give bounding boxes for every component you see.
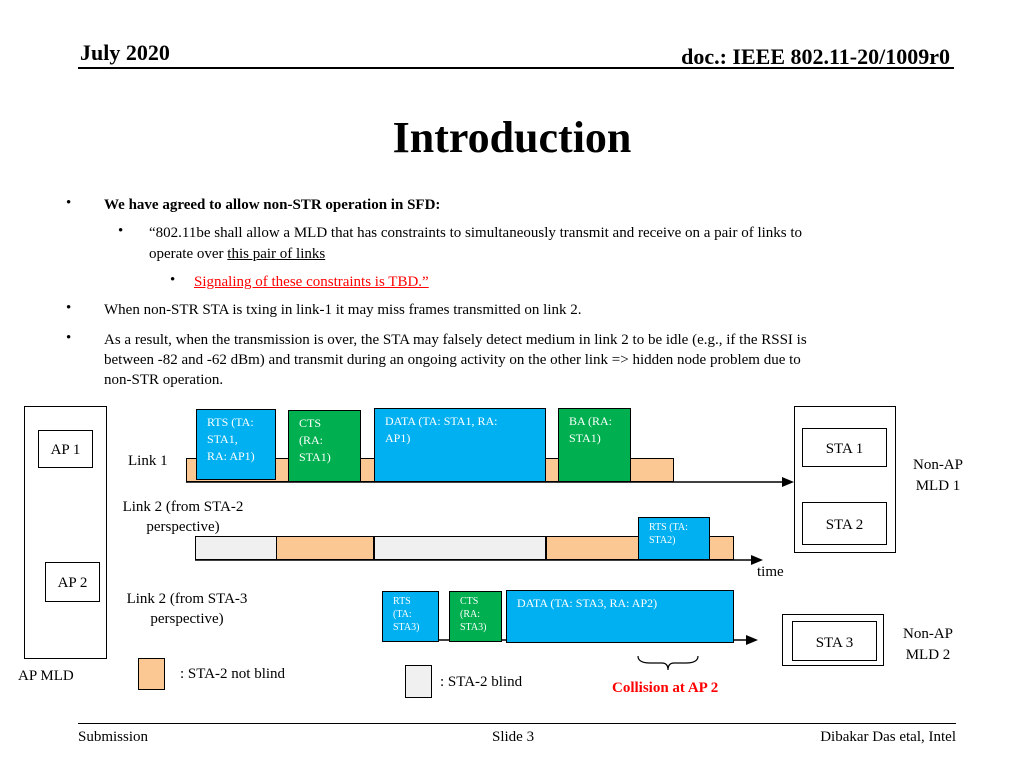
link1-arrow xyxy=(186,477,794,487)
ap2-box: AP 2 xyxy=(45,562,100,602)
ap-mld-label: AP MLD xyxy=(18,668,74,684)
data-sta1-frame: DATA (TA: STA1, RA: AP1) xyxy=(374,408,546,482)
frame-text: STA2) xyxy=(649,535,676,546)
sta1-box: STA 1 xyxy=(802,428,887,467)
cts-sta3-frame: CTS (RA: STA3) xyxy=(449,591,502,642)
frame-text: RTS (TA: xyxy=(207,415,254,429)
cts-sta1-frame: CTS (RA: STA1) xyxy=(288,410,361,482)
header-divider xyxy=(78,67,954,69)
footer-divider xyxy=(78,723,956,724)
frame-text: (RA: xyxy=(460,609,480,620)
link2-sta3-label-line1: Link 2 (from STA-3 xyxy=(126,591,248,607)
non-ap-mld2-label-line1: Non-AP xyxy=(902,626,953,642)
collision-brace xyxy=(637,655,699,671)
bullet-marker: • xyxy=(66,195,72,211)
frame-text: STA3) xyxy=(460,622,487,633)
frame-text: STA1) xyxy=(569,431,601,445)
bullet-marker: • xyxy=(170,272,176,288)
time-axis-label: time xyxy=(757,564,784,580)
frame-text: RTS xyxy=(393,596,411,607)
bullet-2-text: When non-STR STA is txing in link-1 it m… xyxy=(104,302,582,318)
frame-text: BA (RA: xyxy=(569,414,613,428)
bullet-3-text-line2: between -82 and -62 dBm) and transmit du… xyxy=(104,352,801,368)
header-date: July 2020 xyxy=(80,40,170,65)
frame-text: (RA: xyxy=(299,433,323,447)
frame-text: CTS xyxy=(299,416,322,430)
link2-sta2-label-line2: perspective) xyxy=(146,519,220,535)
footer-slide-number: Slide 3 xyxy=(492,729,535,745)
footer-author: Dibakar Das etal, Intel xyxy=(820,729,956,745)
link2-sta3-label-line2: perspective) xyxy=(150,611,224,627)
frame-text: (TA: xyxy=(393,609,412,620)
bullet-marker: • xyxy=(66,330,72,346)
bullet-1a-prefix: operate over xyxy=(149,246,228,262)
slide-title: Introduction xyxy=(392,113,632,162)
frame-text: CTS xyxy=(460,596,479,607)
legend-blind-label: : STA-2 blind xyxy=(440,674,523,690)
frame-text: RA: AP1) xyxy=(207,449,255,463)
frame-text: DATA (TA: STA1, RA: xyxy=(385,414,498,428)
frame-text: RTS (TA: xyxy=(649,522,688,533)
bullet-3-text-line3: non-STR operation. xyxy=(104,372,224,388)
link1-label: Link 1 xyxy=(128,453,168,469)
signaling-tbd-link[interactable]: Signaling of these constraints is TBD.” xyxy=(194,274,429,290)
bullet-3-text-line1: As a result, when the transmission is ov… xyxy=(104,332,807,348)
frame-text: STA1, xyxy=(207,432,238,446)
non-ap-mld2-label-line2: MLD 2 xyxy=(905,647,951,663)
legend-not-blind-swatch xyxy=(138,658,165,690)
collision-label: Collision at AP 2 xyxy=(612,680,719,696)
sta2-box: STA 2 xyxy=(802,502,887,545)
ap1-box: AP 1 xyxy=(38,430,93,468)
frame-text: STA3) xyxy=(393,622,420,633)
bullet-1a-text: “802.11be shall allow a MLD that has con… xyxy=(149,225,803,241)
ba-sta1-frame: BA (RA: STA1) xyxy=(558,408,631,482)
link2-sta2-label-line1: Link 2 (from STA-2 xyxy=(122,499,244,515)
bullet-1-text: We have agreed to allow non-STR operatio… xyxy=(104,197,441,213)
sta2-blind-segment xyxy=(195,536,277,560)
rts-sta1-frame: RTS (TA: STA1, RA: AP1) xyxy=(196,409,276,480)
non-ap-mld1-label-line2: MLD 1 xyxy=(915,478,961,494)
footer-submission: Submission xyxy=(78,729,149,745)
bullet-marker: • xyxy=(66,300,72,316)
frame-text: AP1) xyxy=(385,431,411,445)
legend-blind-swatch xyxy=(405,665,432,698)
frame-text: STA1) xyxy=(299,450,331,464)
rts-sta3-frame: RTS (TA: STA3) xyxy=(382,591,439,642)
non-ap-mld1-label-line1: Non-AP xyxy=(912,457,963,473)
bullet-1a-text-line2: operate over this pair of links xyxy=(149,244,325,265)
legend-not-blind-label: : STA-2 not blind xyxy=(180,666,286,682)
data-sta3-frame: DATA (TA: STA3, RA: AP2) xyxy=(506,590,734,643)
header-doc-id: doc.: IEEE 802.11-20/1009r0 xyxy=(681,44,950,69)
frame-text: DATA (TA: STA3, RA: AP2) xyxy=(517,596,658,610)
link2-sta2-arrow xyxy=(195,555,763,565)
bullet-marker: • xyxy=(118,223,124,239)
pair-of-links-link[interactable]: this pair of links xyxy=(227,246,326,262)
sta3-box: STA 3 xyxy=(792,621,877,661)
rts-sta2-frame: RTS (TA: STA2) xyxy=(638,517,710,560)
